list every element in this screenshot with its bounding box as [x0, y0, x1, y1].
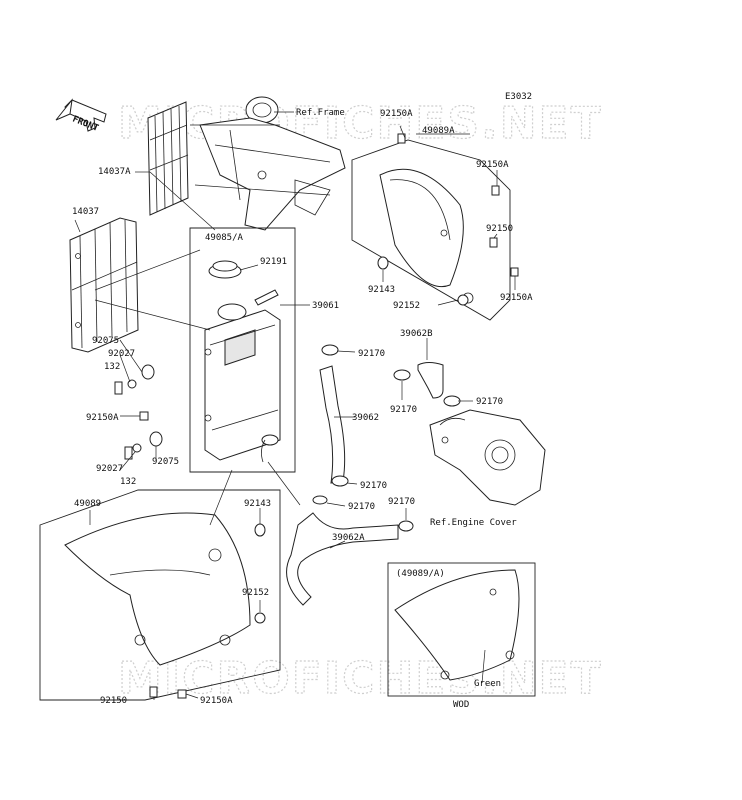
label-39062: 39062: [352, 413, 379, 423]
label-92150-bottom: 92150: [100, 696, 127, 706]
label-92152-right: 92152: [393, 301, 420, 311]
hose-39062: [319, 365, 346, 484]
label-92150A-right: 92150A: [476, 160, 509, 170]
label-92170-f: 92170: [388, 497, 415, 507]
leader-lines: [74, 111, 516, 700]
label-92143-left: 92143: [244, 499, 271, 509]
label-inset-title: (49089/A): [396, 569, 445, 579]
radiator-cap-92191: [208, 260, 242, 279]
label-92150: 92150: [486, 224, 513, 234]
label-14037A: 14037A: [98, 167, 131, 177]
label-ref-frame: Ref.Frame: [296, 108, 345, 118]
label-92170-d: 92170: [360, 481, 387, 491]
engine-cover: [429, 409, 546, 506]
frame: [190, 96, 346, 231]
fasteners: [114, 133, 519, 699]
radiator-14037: [69, 217, 139, 353]
label-92150A-bottom: 92150A: [200, 696, 233, 706]
label-92170-b: 92170: [390, 405, 417, 415]
label-92027-b: 92027: [96, 464, 123, 474]
label-49089A: 49089A: [422, 126, 455, 136]
label-49085A: 49085/A: [205, 233, 244, 243]
label-132-b: 132: [120, 477, 136, 487]
label-inset-caption: WOD: [453, 700, 469, 710]
shroud-49089A: [351, 139, 511, 321]
hose-39062B: [417, 362, 444, 399]
label-ref-engine-cover: Ref.Engine Cover: [430, 518, 517, 528]
label-92170-e: 92170: [348, 502, 375, 512]
label-132-a: 132: [104, 362, 120, 372]
radiator-box-outline: [189, 227, 296, 473]
label-49089: 49089: [74, 499, 101, 509]
radiator-49085: [204, 303, 281, 463]
label-92150A-right2: 92150A: [500, 293, 533, 303]
label-92170-c: 92170: [476, 397, 503, 407]
front-arrow-icon: FRONT: [55, 98, 107, 134]
label-inset-green: Green: [474, 679, 501, 689]
label-92143-right: 92143: [368, 285, 395, 295]
diagram-code: E3032: [505, 92, 532, 102]
label-92170-a: 92170: [358, 349, 385, 359]
label-14037: 14037: [72, 207, 99, 217]
hose-39062A: [286, 512, 399, 606]
watermark-top: MICROFICHES.NET: [118, 98, 603, 149]
label-92152-left: 92152: [242, 588, 269, 598]
overflow-hose: [254, 289, 279, 306]
label-92027-a: 92027: [108, 349, 135, 359]
label-39062A: 39062A: [332, 533, 365, 543]
shroud-49089: [39, 489, 281, 701]
label-39062B: 39062B: [400, 329, 433, 339]
label-92075-b: 92075: [152, 457, 179, 467]
label-39061: 39061: [312, 301, 339, 311]
label-92191: 92191: [260, 257, 287, 267]
radiator-grille-14037A: [147, 101, 189, 216]
label-92150A-top: 92150A: [380, 109, 413, 119]
label-92075-a: 92075: [92, 336, 119, 346]
inset-49089A: [387, 562, 536, 697]
label-92150A-left: 92150A: [86, 413, 119, 423]
